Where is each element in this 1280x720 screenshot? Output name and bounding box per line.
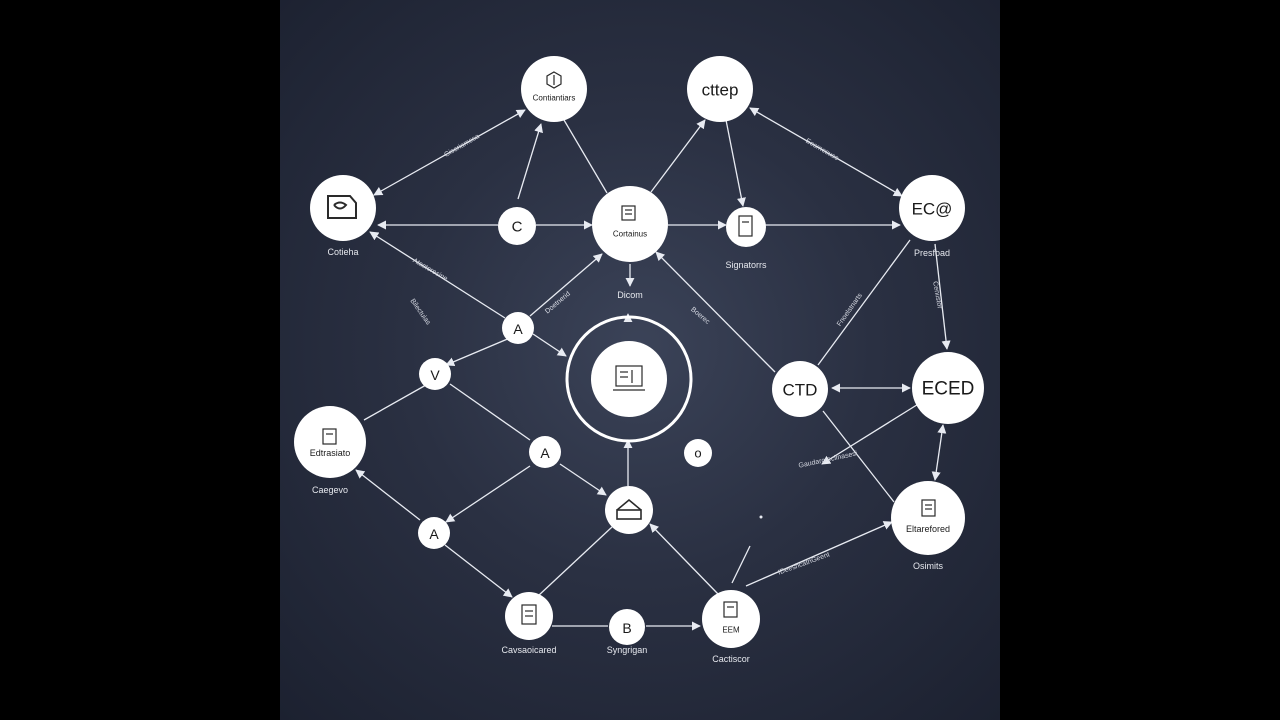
node-core[interactable] [565,315,693,443]
document-icon [327,195,357,219]
node-c[interactable]: C [498,207,536,245]
router-icon [616,498,642,520]
node-label: Cortainus [613,230,647,239]
edge-label: Atacteresine [411,257,448,283]
network-diagram-panel: Gisoriamesa Eesrnesuse Atacteresine Bile… [280,0,1000,720]
node-label: cttep [702,81,739,100]
monitor-icon [613,365,645,391]
node-eced[interactable]: ECED [912,352,984,424]
edge [537,526,613,597]
chip-icon [621,205,636,221]
edge-label: Eesrnesuse [804,138,840,163]
edge [445,465,531,523]
edge [821,402,921,465]
node-caption: Osimits [913,561,943,571]
edge [731,545,751,584]
hexagon-icon [546,71,562,89]
edge [749,107,903,197]
node-label: V [430,367,440,383]
edge [355,469,421,521]
node-b[interactable]: B Syngrigan [607,609,648,655]
edge [934,243,951,350]
edge [517,123,543,200]
edge-label: Boerec [689,306,711,326]
node-a-lower[interactable]: A [418,517,450,549]
node-a-mid[interactable]: A [529,436,561,468]
node-label: EEM [722,626,740,635]
edge [655,251,776,373]
edge-label: Ceniistor [931,281,943,310]
edge [649,523,719,595]
edge-label: Bilectuias [409,298,432,327]
edge-label: Gaudarcreclinasesi [798,450,858,469]
node-label: A [540,445,550,461]
node-group: Contiantiars cttep Cotieha [294,56,984,664]
edge-label-group: Gisoriamesa Eesrnesuse Atacteresine Bile… [409,133,943,577]
node-cortainus[interactable]: Cortainus Dicom [592,186,668,300]
node-caption: Caegevo [312,485,348,495]
document-icon [921,499,936,517]
edge [449,383,531,441]
edge-label: IDeeshcatnGeent [777,551,831,576]
edge [931,424,947,481]
node-o[interactable]: o [684,439,712,467]
node-label: Edtrasiato [310,448,351,458]
edge [650,119,706,193]
node-edtrasiato[interactable]: Edtrasiato Caegevo [294,406,366,495]
node-caption: Signatorrs [725,260,767,270]
edge-group [355,107,951,631]
node-ctd[interactable]: CTD [772,361,828,417]
node-label: CTD [783,381,818,400]
node-label: C [512,219,523,236]
edge [369,231,506,319]
edge [559,463,607,496]
node-cotieha[interactable]: Cotieha [310,175,376,257]
node-caption: Cavsaoicared [501,645,556,655]
document-icon [322,428,337,445]
node-a-upper[interactable]: A [502,312,534,344]
node-ec[interactable]: EC@ Presfoad [899,175,965,258]
edge [363,384,427,421]
node-router[interactable] [605,486,653,534]
edge-label: Gisoriamesa [443,133,481,159]
node-eltarefored[interactable]: Eltarefored Osimits [891,481,965,571]
node-label: A [513,321,523,337]
network-diagram: Gisoriamesa Eesrnesuse Atacteresine Bile… [294,56,984,664]
node-caption: Cactiscor [712,654,750,664]
node-v[interactable]: V [419,358,451,390]
edge [745,521,893,587]
node-cavsaoicared[interactable]: Cavsaoicared [501,592,557,655]
edge [445,334,518,367]
tablet-icon [738,215,753,237]
edge [444,544,513,598]
edge [822,410,895,503]
node-label: A [429,526,439,542]
node-label: ECED [922,379,975,400]
node-caption: Dicom [617,290,643,300]
document-icon [723,601,738,618]
edge [532,333,567,357]
node-caption: Presfoad [914,248,950,258]
edge-label: Doetnerid [544,290,572,315]
node-caption: Syngrigan [607,645,648,655]
edge [817,239,911,366]
node-cactiscor[interactable]: EEM Cactiscor [702,590,760,664]
node-signatorrs[interactable]: Signatorrs [725,207,767,270]
edge [373,109,526,196]
node-cttep[interactable]: cttep [687,56,753,122]
node-caption: Cotieha [327,247,358,257]
edge [563,119,608,194]
edge [725,119,746,207]
node-label: EC@ [912,200,953,219]
document-icon [521,604,537,625]
node-label: B [622,620,631,636]
node-label: Eltarefored [906,524,950,534]
dot-marker [759,515,763,519]
node-label: Contiantiars [533,94,576,103]
node-contiantiars[interactable]: Contiantiars [521,56,587,122]
edge [529,253,603,317]
node-label: o [694,446,701,461]
